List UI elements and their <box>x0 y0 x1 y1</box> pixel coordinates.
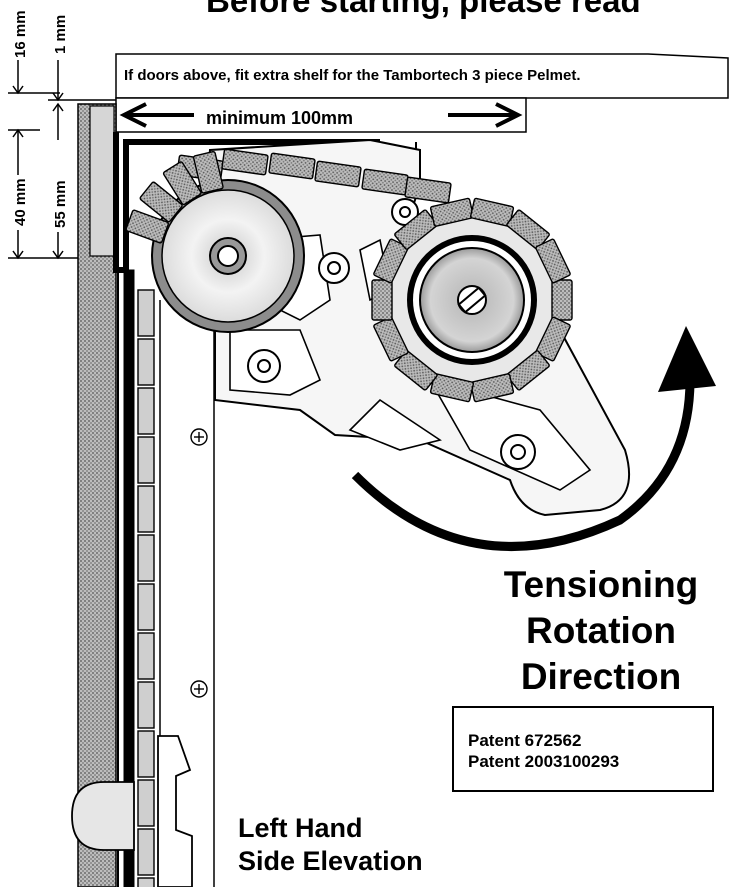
chain-link <box>535 316 571 362</box>
door-slat <box>137 583 155 631</box>
chain-link <box>394 350 438 391</box>
front-roller <box>151 179 305 333</box>
door-slat <box>137 877 155 887</box>
door-slat <box>137 534 155 582</box>
patent-line-1: Patent 672562 <box>468 731 582 750</box>
chain-link <box>469 197 515 227</box>
chain-link <box>429 197 475 227</box>
dim-1mm: 1 mm <box>52 15 69 54</box>
minimum-width-label: minimum 100mm <box>206 108 353 128</box>
elevation-label: Left Hand Side Elevation <box>238 812 423 878</box>
door-slat <box>137 387 155 435</box>
chain-link <box>506 350 550 391</box>
door-slat <box>137 828 155 876</box>
tensioning-line-2: Rotation <box>525 610 677 651</box>
door-stop-bracket <box>71 735 193 887</box>
patent-line-2: Patent 2003100293 <box>468 752 620 771</box>
chain-link <box>404 176 452 204</box>
door-slat <box>137 779 155 827</box>
door-slat <box>137 338 155 386</box>
heading: Before starting, please read <box>206 0 641 19</box>
dim-16mm: 16 mm <box>12 10 29 58</box>
chain-link <box>373 238 409 284</box>
note-text: If doors above, fit extra shelf for the … <box>124 67 581 84</box>
chain-link <box>192 150 224 194</box>
patent-box: Patent 672562 Patent 2003100293 <box>452 706 714 792</box>
height-dimensions <box>8 60 116 260</box>
chain-link <box>162 161 202 206</box>
cabinet-side-panel <box>77 103 117 887</box>
door-slat <box>137 485 155 533</box>
chain-link <box>429 373 475 403</box>
chain-link <box>506 209 550 250</box>
tensioning-line-3: Direction <box>520 656 682 697</box>
chain-link <box>551 279 573 321</box>
chain-link <box>314 160 362 188</box>
chain-link <box>394 209 438 250</box>
tension-chain <box>125 148 573 403</box>
door-slat <box>137 730 155 778</box>
chain-link <box>139 181 183 223</box>
note-banner: If doors above, fit extra shelf for the … <box>115 53 729 99</box>
tensioning-line-1: Tensioning <box>503 564 699 605</box>
door-slat <box>137 681 155 729</box>
tensioning-label: Tensioning Rotation Direction <box>470 562 732 700</box>
chain-link <box>535 238 571 284</box>
dim-40mm: 40 mm <box>12 178 29 226</box>
chain-link <box>469 373 515 403</box>
chain-link <box>373 316 409 362</box>
door-slat <box>137 436 155 484</box>
chain-link <box>125 209 169 244</box>
elevation-line-1: Left Hand <box>238 813 363 843</box>
door-slat <box>137 632 155 680</box>
dim-55mm: 55 mm <box>52 180 69 228</box>
door-slat <box>137 289 155 337</box>
tambour-slats <box>137 289 155 887</box>
rotation-arrow <box>351 326 716 551</box>
chain-link <box>268 152 316 180</box>
minimum-width-dimension: minimum 100mm <box>115 97 527 133</box>
chain-link <box>371 279 393 321</box>
chain-link <box>221 148 269 176</box>
elevation-line-2: Side Elevation <box>238 846 423 876</box>
rail-screws <box>190 428 208 698</box>
bracket-screws <box>247 198 536 470</box>
